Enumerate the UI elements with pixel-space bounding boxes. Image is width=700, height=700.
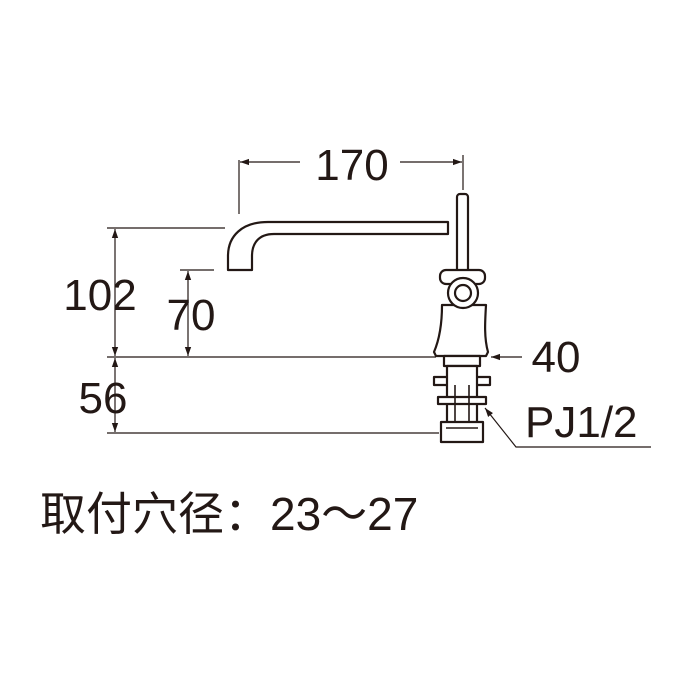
dim-label-170: 170 [315,141,388,190]
leader-pj12 [484,407,651,448]
mounting-nut [436,395,488,406]
dim-label-40: 40 [532,333,581,382]
lever-handle [455,192,470,278]
faucet-spout [226,220,450,272]
handle-cap-inner [453,283,473,303]
dim-label-56: 56 [79,374,128,423]
base-ring [442,354,482,368]
dim-label-70: 70 [167,291,216,340]
faucet-outline [226,192,492,444]
mounting-hole-note: 取付穴径：23～27 [40,488,418,540]
thread-spec-label: PJ1/2 [525,398,638,447]
bottom-fitting [439,420,485,444]
dimension-lines [107,155,651,448]
dim-label-102: 102 [63,271,136,320]
faucet-body [432,303,490,358]
